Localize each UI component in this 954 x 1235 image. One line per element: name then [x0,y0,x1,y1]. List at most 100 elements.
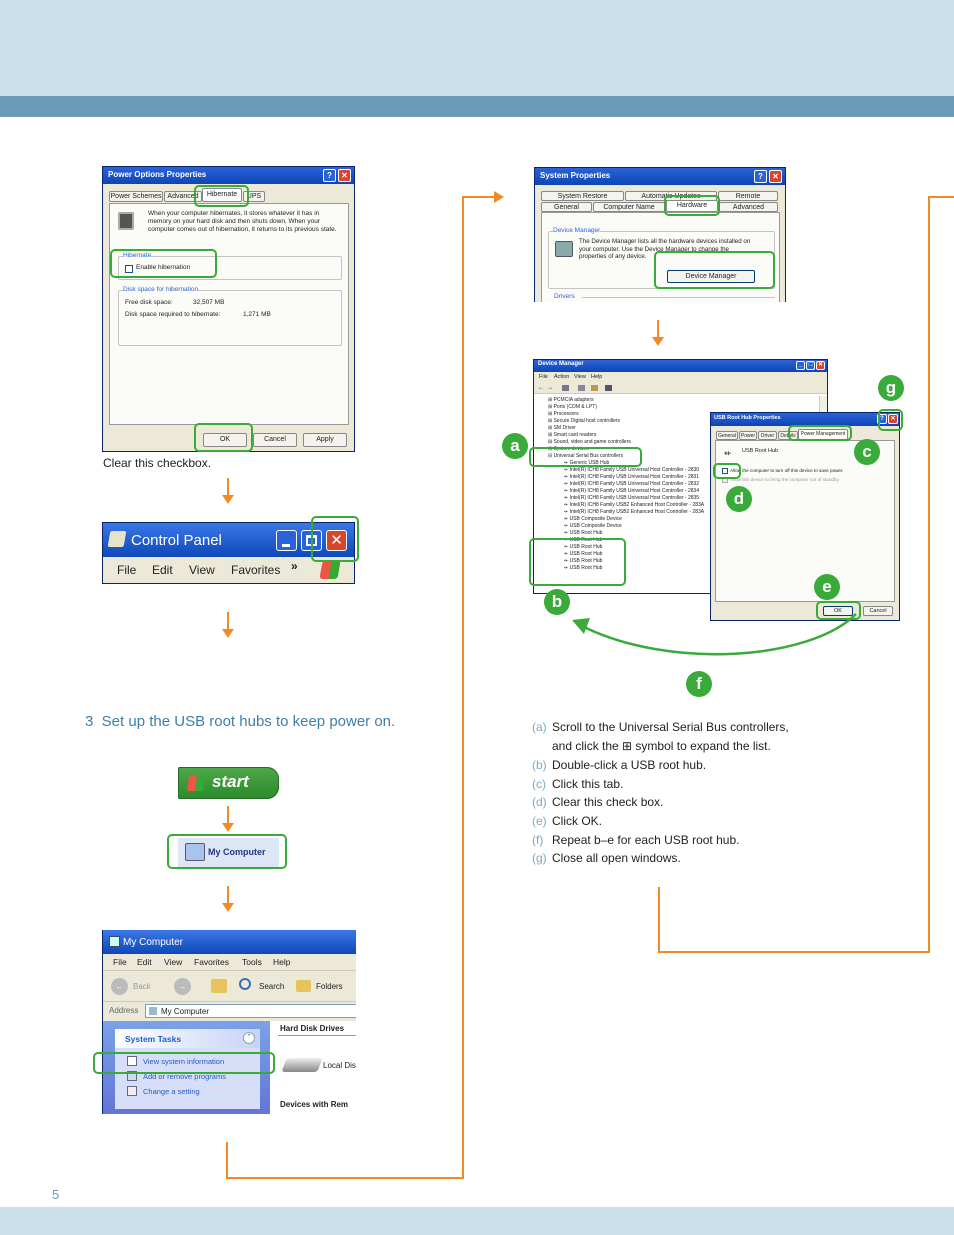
task-view-system-info[interactable]: View system information [143,1057,225,1066]
system-tasks-header[interactable]: System Tasks ⌃ [115,1029,260,1048]
menu-favorites[interactable]: Favorites [194,957,229,967]
cancel-button[interactable]: Cancel [253,433,297,447]
expand-icon[interactable]: ⊞ [548,411,554,417]
tree-item[interactable]: ⇷ Intel(R) ICH8 Family USB Universal Hos… [548,474,728,481]
ok-button[interactable]: OK [203,433,247,447]
tree-item[interactable]: ⇷ USB Root Hub [548,530,728,537]
print-icon[interactable] [578,385,585,391]
menu-view[interactable]: View [189,563,215,577]
tree-item[interactable]: ⇷ USB Root Hub [548,558,728,565]
tree-item[interactable]: ⇷ Intel(R) ICH8 Family USB Universal Hos… [548,488,728,495]
folders-icon[interactable] [296,980,311,992]
help-icon[interactable]: ? [323,169,336,182]
tree-item[interactable]: ⊞ Secure Digital host controllers [548,418,728,425]
tree-item[interactable]: ⇷ Intel(R) ICH8 Family USB Universal Hos… [548,481,728,488]
menu-file[interactable]: File [117,563,137,577]
menu-tools[interactable]: Tools [242,957,262,967]
expand-icon[interactable]: ⊟ [548,453,554,459]
back-arrow-icon[interactable]: ← [111,978,128,995]
enable-hibernation-checkbox[interactable] [125,265,133,273]
back-button[interactable]: Back [133,982,151,991]
tree-item[interactable]: ⇷ USB Composite Device [548,523,728,530]
apply-button[interactable]: Apply [303,433,347,447]
up-folder-icon[interactable] [211,979,227,993]
start-button[interactable]: start [178,767,279,799]
tree-item[interactable]: ⇷ USB Root Hub [548,537,728,544]
menu-action[interactable]: Action [554,374,570,380]
properties-icon[interactable] [562,385,569,391]
expand-icon[interactable]: ⊞ [548,404,554,410]
tree-item[interactable]: ⇷ Intel(R) ICH8 Family USB Universal Hos… [548,467,728,474]
chevron-more-icon[interactable]: » [291,559,298,573]
tree-item[interactable]: ⊞ PCMCIA adapters [548,397,728,404]
tree-item[interactable]: ⇷ Intel(R) ICH8 Family USB Universal Hos… [548,495,728,502]
forward-arrow-icon[interactable]: → [174,978,191,995]
help-icon[interactable]: ? [754,170,767,183]
tab-remote[interactable]: Remote [718,191,778,201]
back-icon[interactable]: ← [538,385,544,391]
tab-general[interactable]: General [716,431,738,440]
menu-file[interactable]: File [539,374,548,380]
help-icon[interactable] [591,385,598,391]
tree-item[interactable]: ⊞ System devices [548,446,728,453]
tree-item[interactable]: ⊟ Universal Serial Bus controllers [548,453,728,460]
tab-driver[interactable]: Driver [758,431,777,440]
folders-button[interactable]: Folders [316,982,343,991]
tree-item[interactable]: ⊞ Processors [548,411,728,418]
expand-icon[interactable]: ⊞ [548,418,554,424]
tree-item[interactable]: ⇷ Intel(R) ICH8 Family USB2 Enhanced Hos… [548,509,728,516]
menu-edit[interactable]: Edit [137,957,152,967]
tree-item[interactable]: ⇷ USB Composite Device [548,516,728,523]
menu-help[interactable]: Help [591,374,603,380]
address-input[interactable]: My Computer [145,1004,356,1018]
tab-hibernate[interactable]: Hibernate [202,188,242,202]
my-computer-menu-item[interactable]: My Computer [178,838,279,867]
tab-system-restore[interactable]: System Restore [541,191,624,201]
device-manager-button[interactable]: Device Manager [667,270,755,283]
task-add-remove-programs[interactable]: Add or remove programs [143,1072,226,1081]
scan-icon[interactable] [605,385,612,391]
close-icon[interactable]: ✕ [769,170,782,183]
close-icon[interactable]: ✕ [816,361,825,370]
search-icon[interactable] [239,978,251,990]
tree-item[interactable]: ⊞ Sound, video and game controllers [548,439,728,446]
search-button[interactable]: Search [259,982,285,991]
menu-favorites[interactable]: Favorites [231,563,281,577]
expand-icon[interactable]: ⊞ [548,397,554,403]
tree-item[interactable]: ⇷ Generic USB Hub [548,460,728,467]
collapse-icon[interactable]: ⌃ [243,1032,255,1044]
tree-item[interactable]: ⇷ USB Root Hub [548,544,728,551]
minimize-icon[interactable]: _ [796,361,805,370]
cancel-button[interactable]: Cancel [863,606,893,616]
close-icon[interactable]: ✕ [888,414,898,424]
expand-icon[interactable]: ⊞ [548,432,554,438]
close-button[interactable]: ✕ [326,530,347,551]
menu-help[interactable]: Help [273,957,291,967]
tree-item[interactable]: ⇷ Intel(R) ICH8 Family USB2 Enhanced Hos… [548,502,728,509]
ok-button[interactable]: OK [823,606,853,616]
local-disk-label[interactable]: Local Disk [323,1061,356,1070]
close-icon[interactable]: ✕ [338,169,351,182]
tree-item[interactable]: ⇷ USB Root Hub [548,551,728,558]
tab-ups[interactable]: UPS [243,191,265,202]
tab-general[interactable]: General [541,202,592,212]
tree-item[interactable]: ⊞ SM Driver [548,425,728,432]
menu-view[interactable]: View [574,374,586,380]
tab-advanced[interactable]: Advanced [719,202,778,212]
maximize-icon[interactable]: □ [806,361,815,370]
tree-item[interactable]: ⊞ Ports (COM & LPT) [548,404,728,411]
expand-icon[interactable]: ⊞ [548,446,554,452]
tab-power-schemes[interactable]: Power Schemes [109,191,163,202]
task-change-setting[interactable]: Change a setting [143,1087,200,1096]
expand-icon[interactable]: ⊞ [548,439,554,445]
tree-item[interactable]: ⇷ USB Root Hub [548,565,728,572]
forward-icon[interactable]: → [547,385,553,391]
menu-file[interactable]: File [113,957,127,967]
tab-advanced[interactable]: Advanced [164,191,202,202]
help-icon[interactable]: ? [877,414,887,424]
expand-icon[interactable]: ⊞ [548,425,554,431]
local-disk-icon[interactable] [281,1058,323,1072]
menu-edit[interactable]: Edit [152,563,173,577]
allow-turn-off-checkbox[interactable] [722,468,728,474]
tab-power[interactable]: Power [739,431,757,440]
